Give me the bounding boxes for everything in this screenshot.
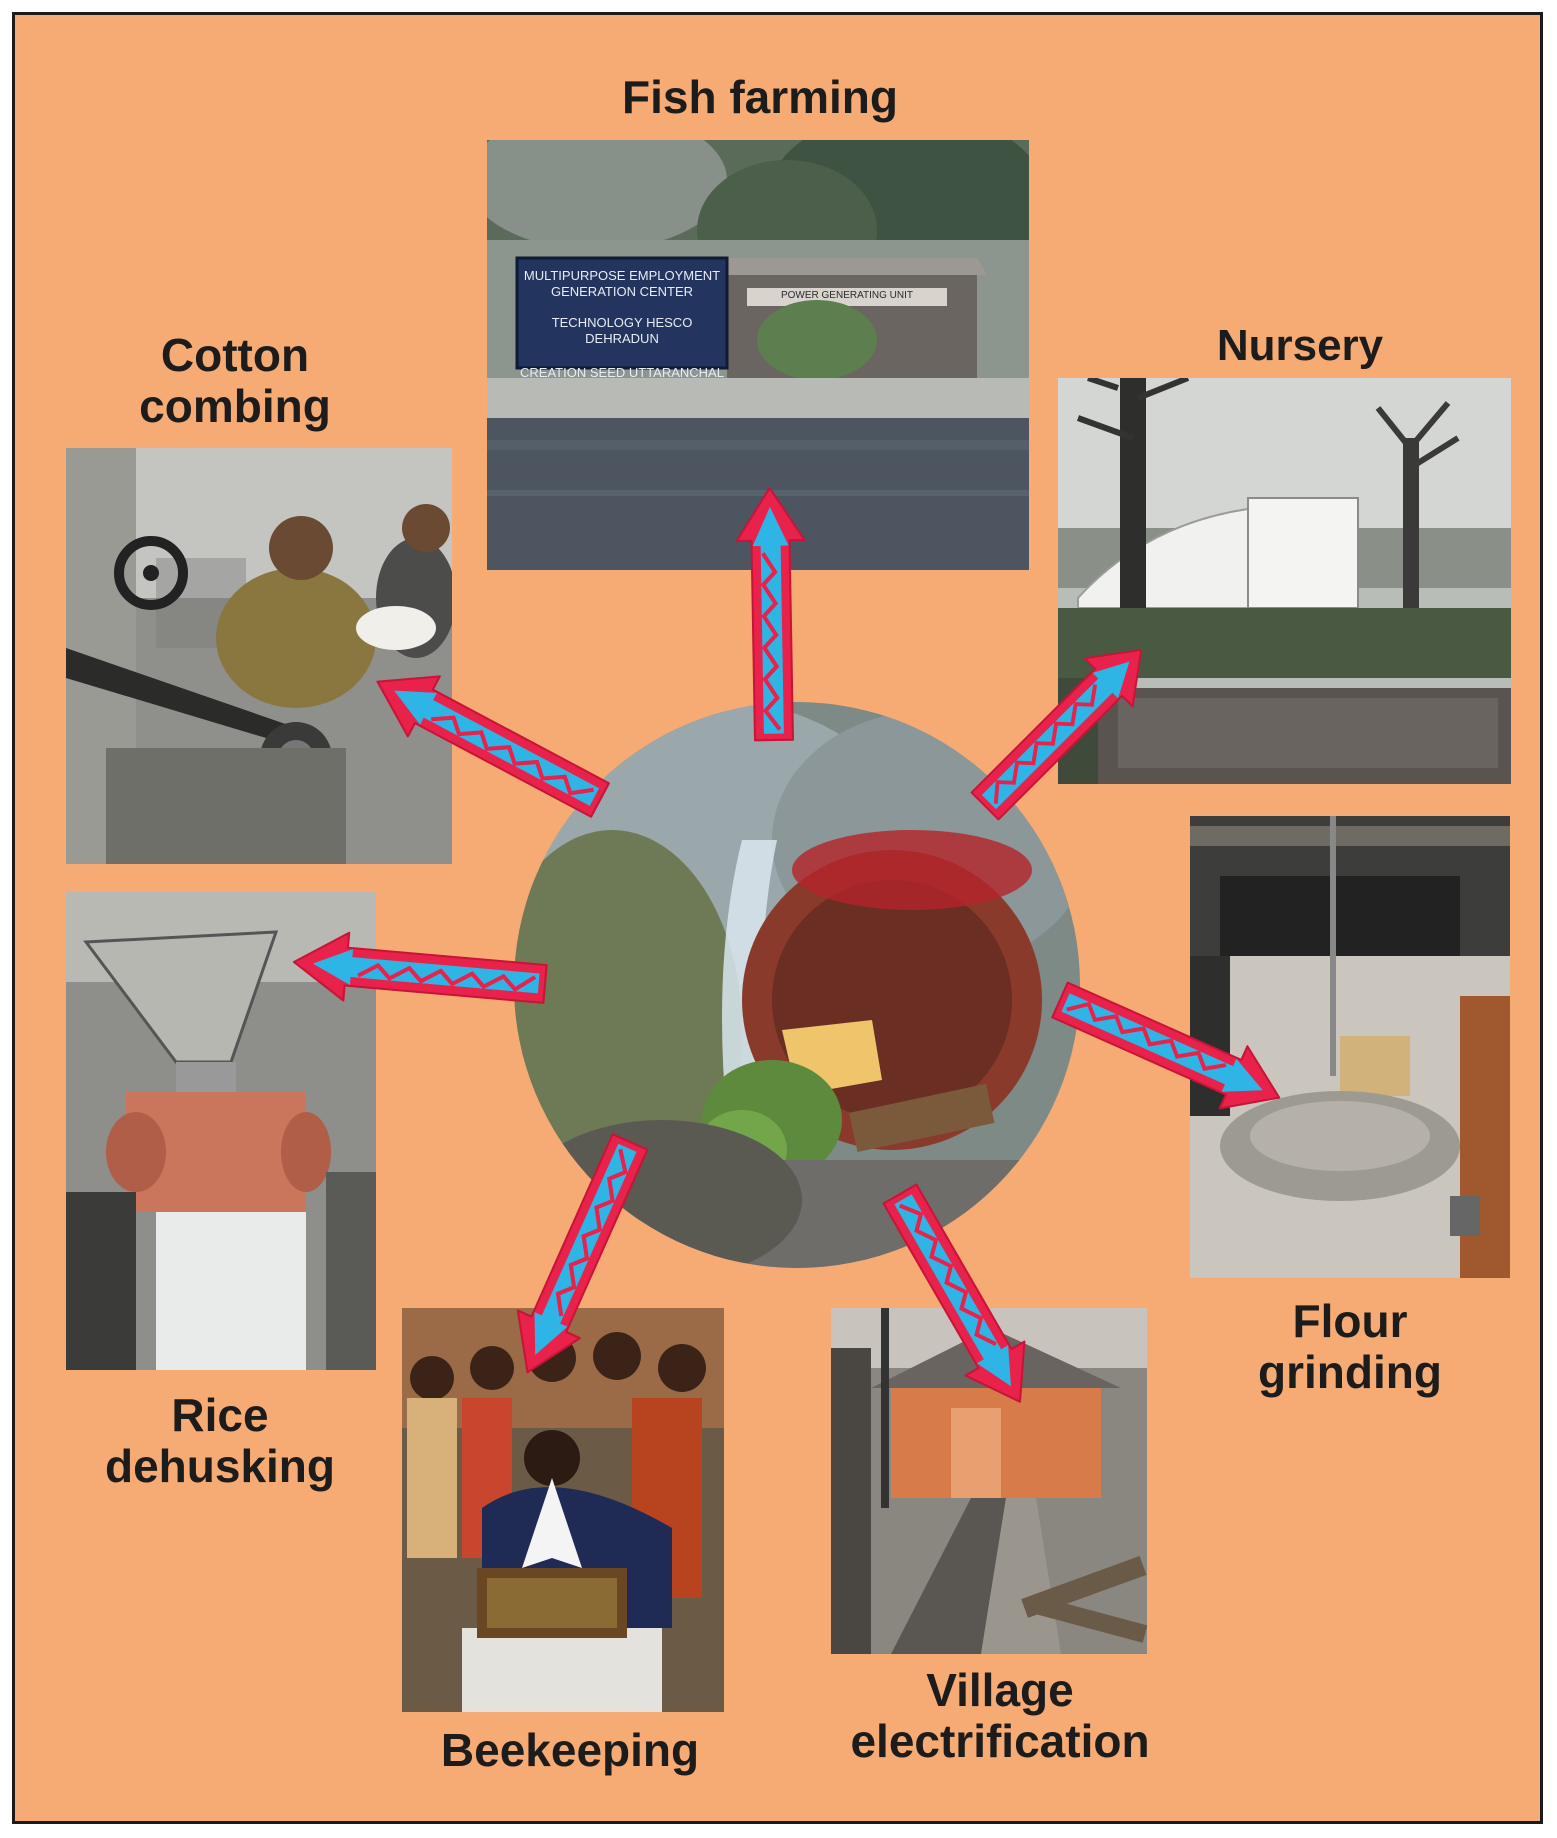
- rice-dehusking-photo: [66, 892, 376, 1370]
- label-rice-dehusking-line2: dehusking: [104, 1439, 336, 1492]
- village-electrification-photo: [831, 1308, 1147, 1654]
- label-beekeeping: Beekeeping: [400, 1725, 740, 1776]
- label-flour-grinding-line1: Flour: [1292, 1295, 1408, 1347]
- sign-line-4: CREATION SEED UTTARANCHAL: [520, 365, 724, 380]
- label-rice-dehusking-line1: Rice: [171, 1389, 269, 1441]
- beekeeping-photo: [402, 1308, 724, 1712]
- label-flour-grinding-line2: grinding: [1258, 1345, 1442, 1398]
- label-village-electrification: Village electrification: [800, 1665, 1200, 1766]
- flour-grinding-photo: [1190, 816, 1510, 1278]
- label-fish-farming: Fish farming: [560, 72, 960, 123]
- hut-board-text: POWER GENERATING UNIT: [780, 290, 914, 301]
- label-village-electrification-line2: electrification: [850, 1714, 1150, 1767]
- water-wheel-photo: [512, 700, 1082, 1270]
- nursery-photo: [1058, 378, 1511, 784]
- sign-line-3: TECHNOLOGY HESCO DEHRADUN: [551, 314, 693, 346]
- label-nursery-text: Nursery: [1216, 321, 1384, 370]
- label-nursery: Nursery: [1110, 321, 1490, 370]
- label-cotton-combing-line2: combing: [139, 379, 331, 432]
- sign-line-1: MULTIPURPOSE EMPLOYMENT: [523, 268, 721, 283]
- label-village-electrification-line1: Village: [926, 1664, 1074, 1716]
- label-beekeeping-text: Beekeeping: [440, 1724, 700, 1776]
- label-cotton-combing: Cotton combing: [90, 330, 380, 431]
- label-fish-farming-text: Fish farming: [621, 71, 899, 123]
- cotton-combing-photo: [66, 448, 452, 864]
- label-flour-grinding: Flour grinding: [1190, 1296, 1510, 1397]
- sign-line-2: GENERATION CENTER: [550, 284, 694, 300]
- label-rice-dehusking: Rice dehusking: [60, 1390, 380, 1491]
- fish-farming-photo: MULTIPURPOSE EMPLOYMENT GENERATION CENTE…: [487, 140, 1029, 570]
- label-cotton-combing-line1: Cotton: [160, 329, 310, 381]
